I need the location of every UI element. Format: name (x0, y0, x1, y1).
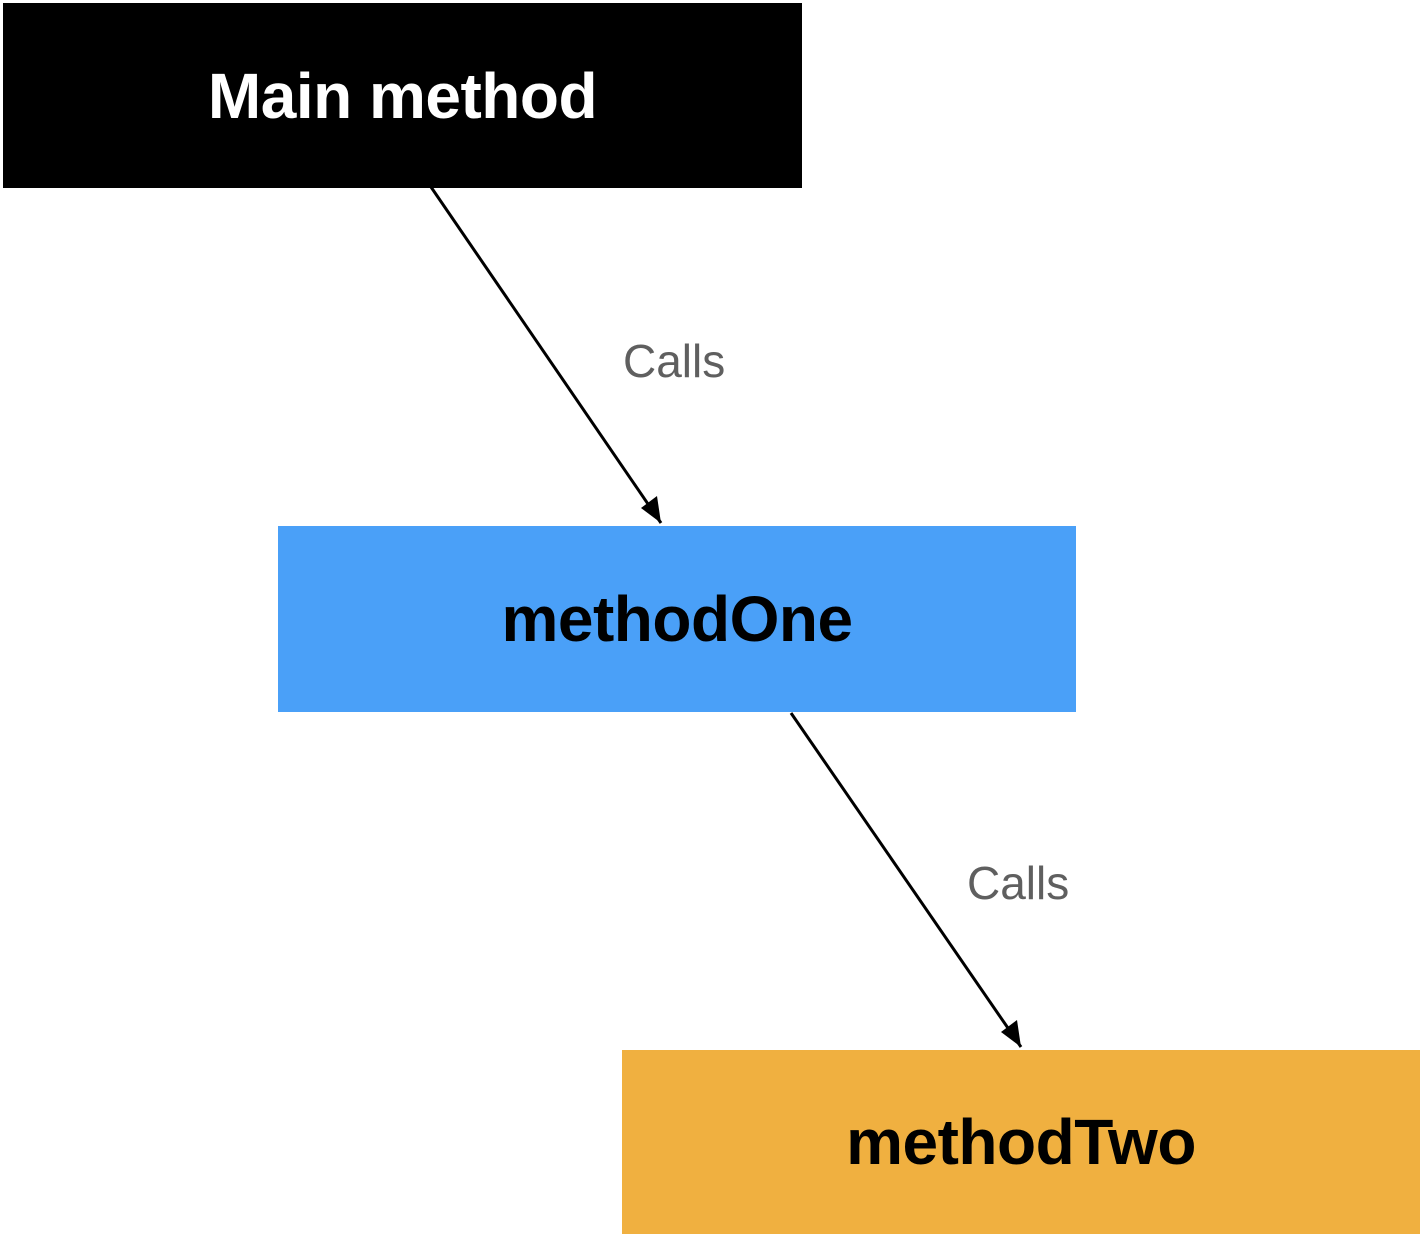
node-methodone: methodOne (278, 526, 1076, 712)
node-label: Main method (207, 59, 598, 132)
arrowhead-icon (1001, 1020, 1021, 1047)
edge-label-calls-1: Calls (623, 335, 726, 387)
arrowhead-icon (641, 496, 661, 523)
node-label: methodOne (501, 583, 853, 655)
edge-label-calls-2: Calls (967, 857, 1070, 909)
node-main-method: Main method (3, 3, 802, 188)
node-methodtwo: methodTwo (622, 1050, 1420, 1234)
node-label: methodTwo (846, 1106, 1196, 1178)
